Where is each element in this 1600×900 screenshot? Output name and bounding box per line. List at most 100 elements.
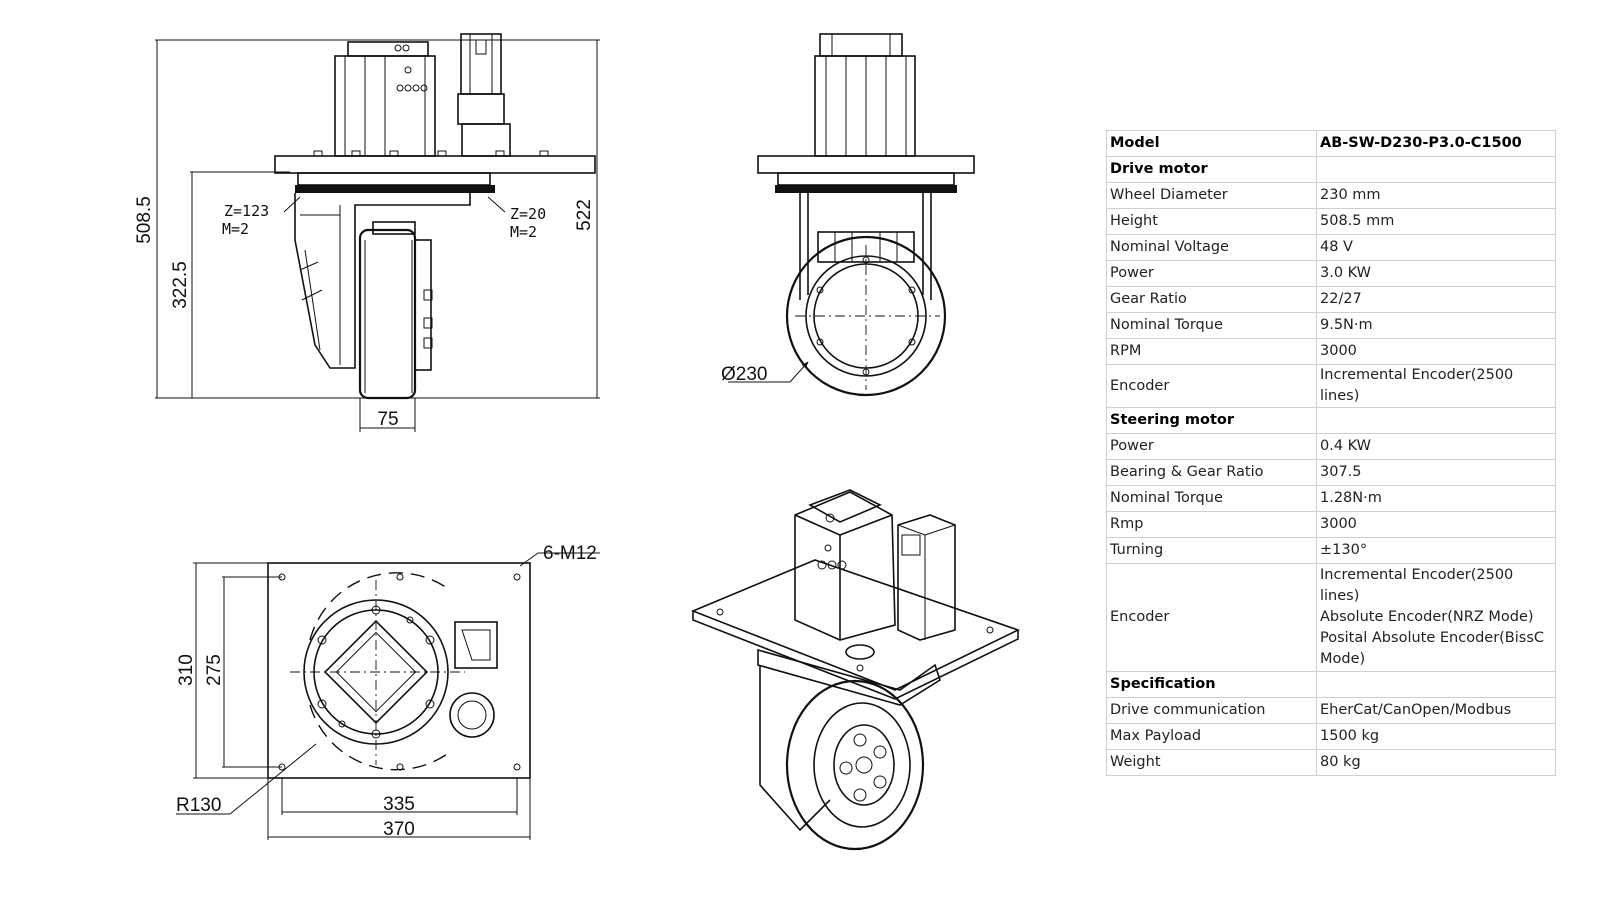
gear-left-module: M=2 [222,220,249,238]
model-label: Model [1106,130,1317,157]
gear-right-module: M=2 [510,223,537,241]
iso-drive-motor [794,491,896,641]
spec-label: Weight [1106,749,1317,776]
steering-motor-section-row: Steering motor [1106,407,1556,434]
encoder-option: Posital Absolute Encoder(BissC [1320,630,1545,646]
top-view: 6-M12 310 275 R130 335 370 [176,543,600,840]
side-view-dimension-lines [155,39,600,432]
outer-width-dimension: 370 [383,819,415,840]
encoder-option: Incremental Encoder(2500 lines) [1320,567,1514,604]
steering-motor-heading: Steering motor [1106,407,1317,434]
specification-heading: Specification [1106,671,1317,698]
side-view: 508.5 522 322.5 75 Z=123 M=2 Z=20 M=2 [134,33,600,432]
spec-value: 22/27 [1316,286,1556,313]
mounting-plate [274,155,596,174]
top-plate-outline [267,562,531,779]
slew-gear-ring [295,185,495,193]
wheel-diameter-dimension: Ø230 [721,364,767,385]
specification-section-row: Specification [1106,671,1556,698]
spec-label: Bearing & Gear Ratio [1106,459,1317,486]
front-drive-motor-body [814,55,916,157]
gear-right-teeth: Z=20 [510,205,546,223]
spec-label: Encoder [1106,364,1317,408]
steering-motor-body [460,33,502,95]
encoder-options: Incremental Encoder(2500 lines) Absolute… [1316,563,1556,672]
inner-height-dimension: 275 [204,654,225,686]
spec-value: 48 V [1316,234,1556,261]
model-value: AB-SW-D230-P3.0-C1500 [1316,130,1556,157]
encoder-option: Absolute Encoder(NRZ Mode) [1320,609,1534,625]
spec-value: 3.0 KW [1316,260,1556,287]
inner-width-dimension: 335 [383,794,415,815]
lower-height-dimension: 322.5 [170,261,191,309]
front-view: Ø230 [721,33,975,397]
model-row: Model AB-SW-D230-P3.0-C1500 [1106,130,1556,157]
spec-label: Nominal Voltage [1106,234,1317,261]
drive-motor-section-row: Drive motor [1106,156,1556,183]
spec-value: Incremental Encoder(2500 lines) [1316,364,1556,408]
encoder-port [449,692,495,738]
iso-drive-wheel [785,679,925,851]
outer-height-dimension: 310 [176,654,197,686]
spec-label: Power [1106,260,1317,287]
radius-callout: R130 [176,795,221,816]
total-height-dimension: 522 [574,199,595,231]
spec-value: 1500 kg [1316,723,1556,750]
iso-steering-motor [897,514,956,641]
front-wheel [785,235,947,397]
iso-mounting-plate [690,559,1021,691]
spec-label: RPM [1106,338,1317,365]
technical-drawing: 508.5 522 322.5 75 Z=123 M=2 Z=20 M=2 Ø2… [134,33,1021,851]
wheel-width-dimension: 75 [377,409,398,430]
spec-value: 9.5N·m [1316,312,1556,339]
front-mounting-plate [757,155,975,174]
spec-label: Height [1106,208,1317,235]
motor-top-cap [347,41,429,57]
spec-value: 80 kg [1316,749,1556,776]
gear-left-teeth: Z=123 [224,202,269,220]
spec-table: Model AB-SW-D230-P3.0-C1500 Drive motor … [1106,130,1556,776]
drive-wheel [358,228,417,400]
spec-value: 230 mm [1316,182,1556,209]
holes-callout: 6-M12 [543,543,597,564]
spec-label: Wheel Diameter [1106,182,1317,209]
steering-connector [454,621,498,669]
spec-row: Turning±130° [1106,537,1556,564]
spec-value: 1.28N·m [1316,485,1556,512]
spec-label: Encoder [1106,563,1317,672]
spec-label: Max Payload [1106,723,1317,750]
spec-value: 3000 [1316,338,1556,365]
spec-row-encoder: Encoder Incremental Encoder(2500 lines) … [1106,563,1556,672]
isometric-view [690,489,1021,851]
spec-value: ±130° [1316,537,1556,564]
drive-motor-heading: Drive motor [1106,156,1317,183]
spec-label: Drive communication [1106,697,1317,724]
spec-label: Nominal Torque [1106,312,1317,339]
spec-value: EherCat/CanOpen/Modbus [1316,697,1556,724]
spec-value: 0.4 KW [1316,433,1556,460]
gear-housing [294,193,471,369]
spec-label: Rmp [1106,511,1317,538]
spec-value: 307.5 [1316,459,1556,486]
spec-value: 508.5 mm [1316,208,1556,235]
spec-label: Power [1106,433,1317,460]
spec-label: Turning [1106,537,1317,564]
front-slew-gear-ring [775,185,957,193]
spec-label: Nominal Torque [1106,485,1317,512]
height-dimension: 508.5 [134,196,155,244]
encoder-option: Mode) [1320,651,1366,667]
